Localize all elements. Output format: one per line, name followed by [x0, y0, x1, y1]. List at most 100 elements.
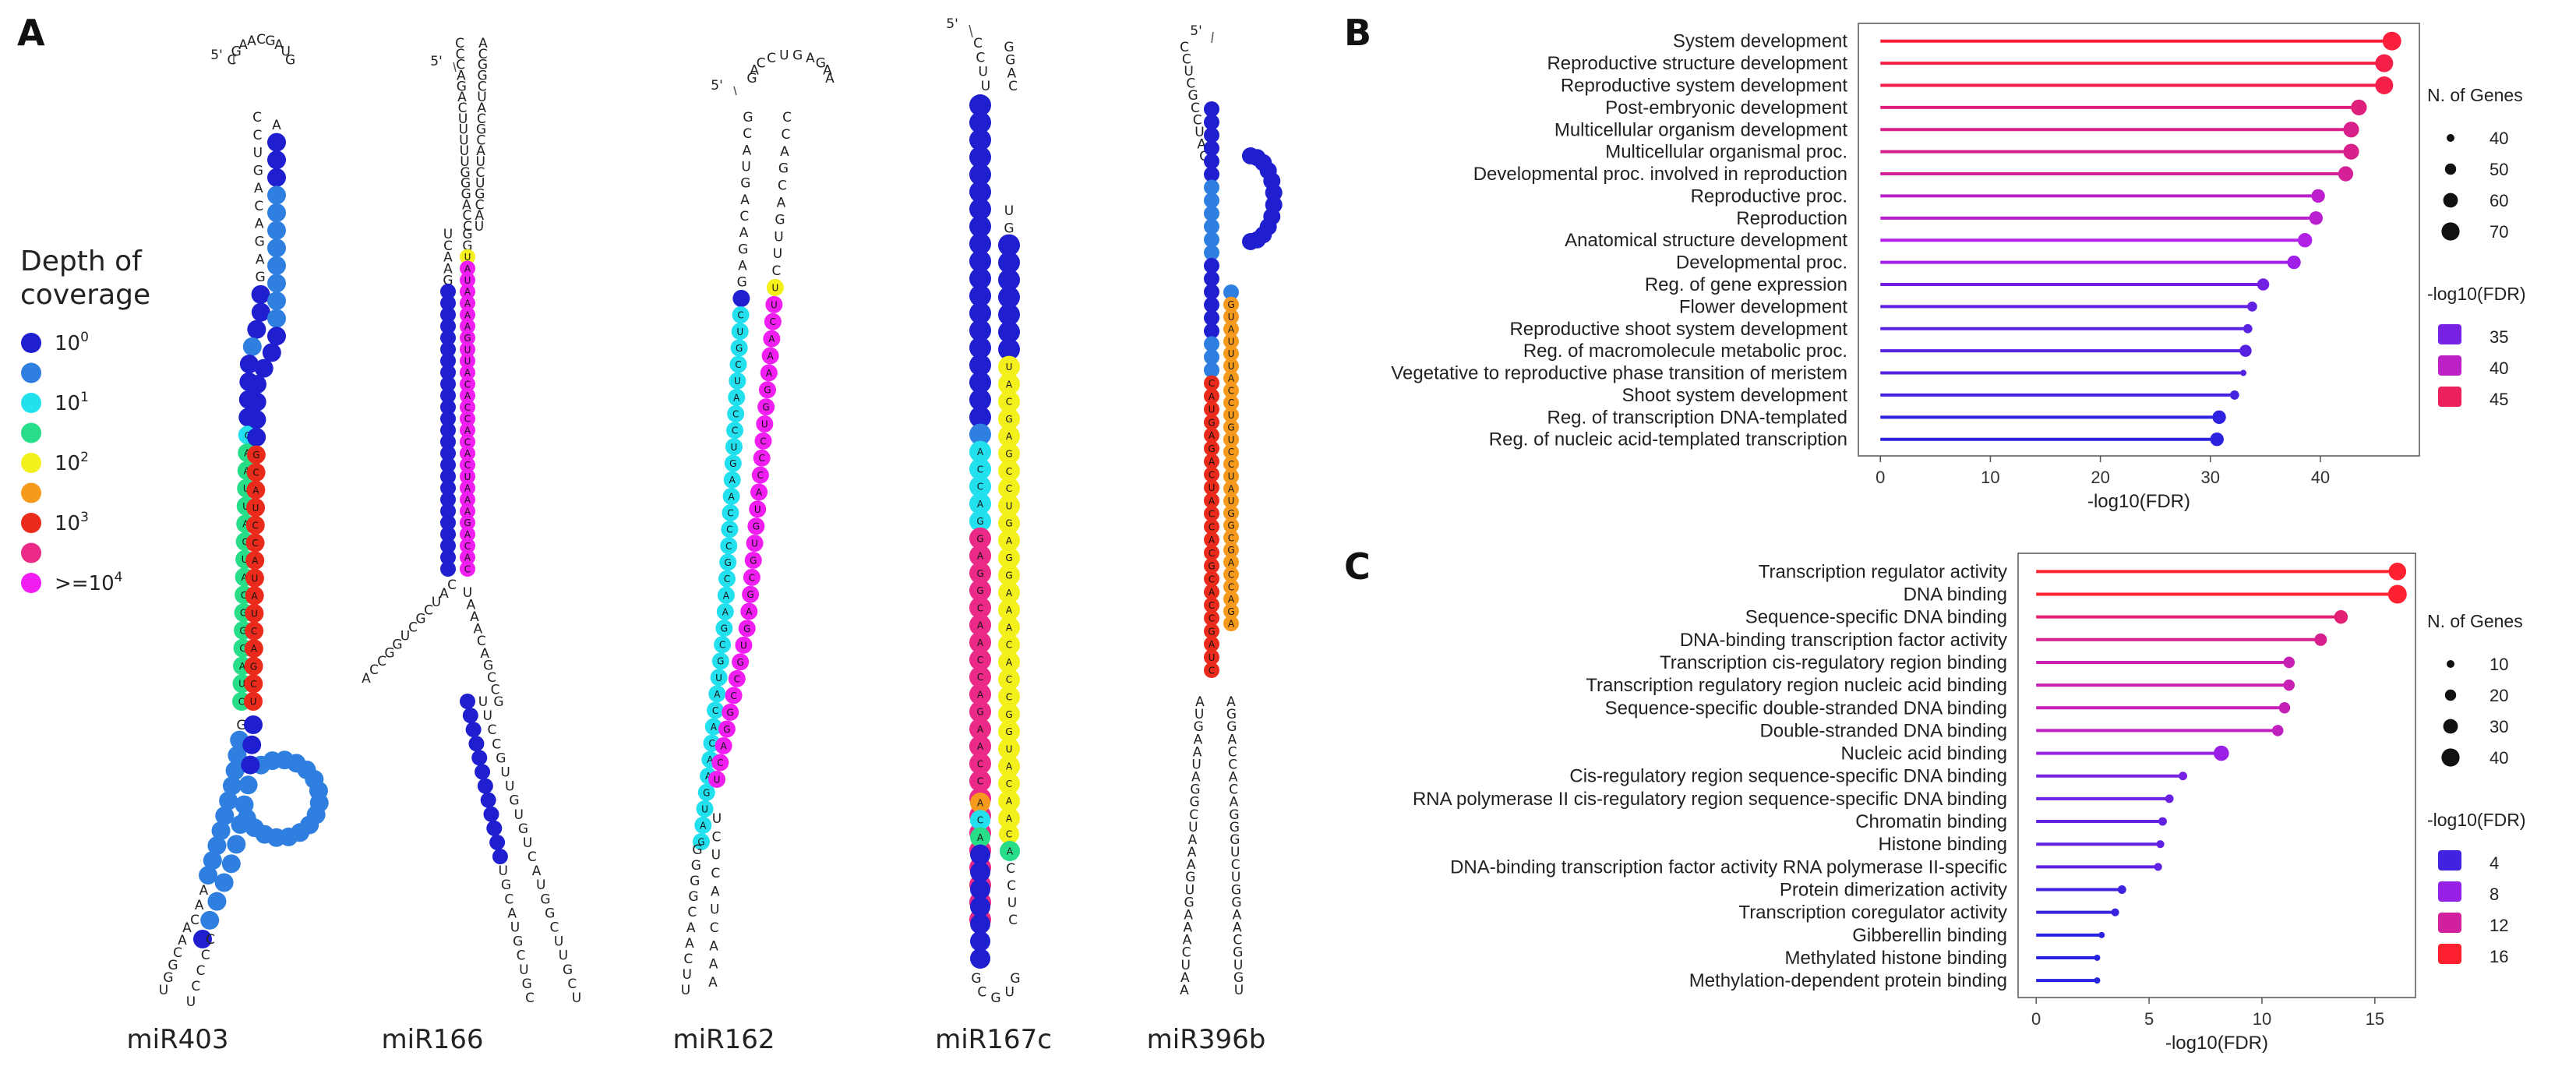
go-term-label: System development — [1673, 31, 1847, 52]
hairpin-nucleotide: G — [1223, 603, 1239, 620]
hairpin-nucleotide — [1204, 153, 1219, 169]
nucleotide-dot — [251, 302, 270, 322]
nucleotide-dot — [1204, 140, 1219, 157]
nucleotide-letter: C — [464, 402, 471, 413]
hairpin-nucleotide — [969, 302, 991, 324]
nucleotide-dot — [1223, 567, 1239, 583]
lollipop-dot — [2314, 633, 2327, 646]
nucleotide-dot — [763, 330, 781, 348]
nucleotide-dot — [1000, 841, 1020, 861]
nucleotide-dot — [1204, 153, 1219, 169]
hairpin-nucleotide — [267, 256, 286, 275]
nucleotide-dot — [1204, 401, 1219, 418]
hairpin-nucleotide — [440, 284, 456, 300]
nucleotide-letter: G — [464, 517, 471, 528]
nucleotide-dot — [1204, 166, 1219, 182]
hairpin-nucleotide — [486, 820, 503, 836]
hairpin-nucleotide: U — [460, 353, 475, 369]
nucleotide-dot — [231, 815, 250, 835]
nucleotide-dot — [998, 512, 1020, 535]
size-legend-dot — [2447, 660, 2454, 668]
hairpin-base-letter: U — [1184, 64, 1193, 79]
nucleotide-dot — [969, 232, 991, 255]
nucleotide-letter: C — [1209, 509, 1215, 520]
hairpin-nucleotide — [193, 930, 212, 948]
hairpin-base-letter: G — [460, 165, 470, 181]
nucleotide-letter: A — [251, 644, 258, 655]
nucleotide-letter: A — [977, 741, 984, 752]
nucleotide-dot — [1204, 375, 1219, 391]
hairpin-base-letter: G — [522, 976, 532, 992]
size-legend-label: 20 — [2490, 686, 2508, 705]
go-term-label: Gibberellin binding — [1852, 925, 2007, 946]
hairpin-base-letter: G — [476, 122, 486, 138]
nucleotide-letter: C — [724, 574, 730, 584]
hairpin-nucleotide: A — [722, 487, 740, 505]
nucleotide-letter: C — [730, 690, 736, 701]
nucleotide-letter: U — [731, 442, 738, 453]
five-prime-tick — [733, 86, 737, 96]
hairpin-base-letter: A — [476, 143, 485, 159]
hairpin-base-letter: G — [478, 68, 488, 83]
nucleotide-letter: U — [1006, 362, 1013, 373]
hairpin-base-letter: U — [253, 146, 263, 161]
nucleotide-dot — [969, 596, 991, 619]
hairpin-nucleotide: G — [1223, 419, 1239, 436]
size-legend-title: N. of Genes — [2427, 85, 2523, 105]
hairpin-base-letter: G — [692, 842, 702, 858]
nucleotide-dot — [714, 636, 732, 654]
nucleotide-dot — [969, 198, 991, 221]
go-term-label: DNA-binding transcription factor activit… — [1450, 856, 2007, 878]
nucleotide-dot — [998, 321, 1020, 343]
hairpin-nucleotide — [247, 427, 266, 447]
lollipop-dot — [2229, 390, 2239, 400]
nucleotide-dot — [227, 835, 246, 854]
nucleotide-dot — [193, 930, 212, 948]
go-term-label: Shoot system development — [1622, 385, 1848, 406]
hairpin-base-letter: U — [458, 111, 468, 127]
color-legend-label: 40 — [2490, 358, 2508, 378]
hairpin-nucleotide: C — [764, 313, 782, 330]
nucleotide-letter: A — [768, 351, 775, 362]
hairpin-base-letter: C — [517, 948, 526, 964]
color-legend-label: 8 — [2490, 885, 2499, 904]
hairpin-base-letter: C — [504, 892, 513, 907]
nucleotide-letter: C — [760, 436, 766, 447]
hairpin-nucleotide: A — [740, 602, 758, 620]
nucleotide-letter: C — [977, 464, 983, 475]
hairpin-nucleotide: A — [1223, 480, 1239, 496]
nucleotide-dot — [969, 129, 991, 151]
lollipop-dot — [2311, 189, 2325, 203]
hairpin-base-letter: A — [1193, 744, 1202, 760]
hairpin-base-letter: C — [190, 913, 199, 928]
hairpin-nucleotide — [998, 338, 1020, 361]
nucleotide-dot — [725, 687, 743, 705]
hairpin-base-letter: C — [549, 920, 559, 936]
hairpin-nucleotide: A — [750, 483, 768, 501]
hairpin-nucleotide — [231, 815, 250, 835]
nucleotide-dot — [460, 306, 475, 323]
hairpin-nucleotide: A — [460, 526, 475, 542]
nucleotide-dot — [245, 515, 265, 535]
color-legend-swatch — [2438, 355, 2461, 376]
hairpin-base-letter: G — [1230, 820, 1240, 835]
nucleotide-dot — [267, 256, 286, 275]
nucleotide-dot — [969, 440, 991, 463]
coverage-legend-exponent: 3 — [80, 510, 89, 525]
nucleotide-dot — [267, 168, 286, 187]
hairpin-nucleotide: U — [245, 568, 264, 588]
hairpin-base-letter: C — [463, 219, 472, 235]
hairpin-nucleotide: A — [244, 639, 263, 659]
hairpin-base-letter: C — [254, 199, 263, 214]
hairpin-nucleotide — [200, 910, 220, 930]
nucleotide-dot — [1204, 127, 1219, 143]
hairpin-nucleotide: C — [1223, 578, 1239, 595]
nucleotide-letter: A — [1209, 430, 1216, 441]
nucleotide-dot — [247, 375, 266, 394]
nucleotide-dot — [207, 892, 227, 911]
lollipop-dot — [2283, 679, 2295, 691]
nucleotide-dot — [460, 399, 475, 415]
nucleotide-letter: A — [977, 551, 984, 562]
